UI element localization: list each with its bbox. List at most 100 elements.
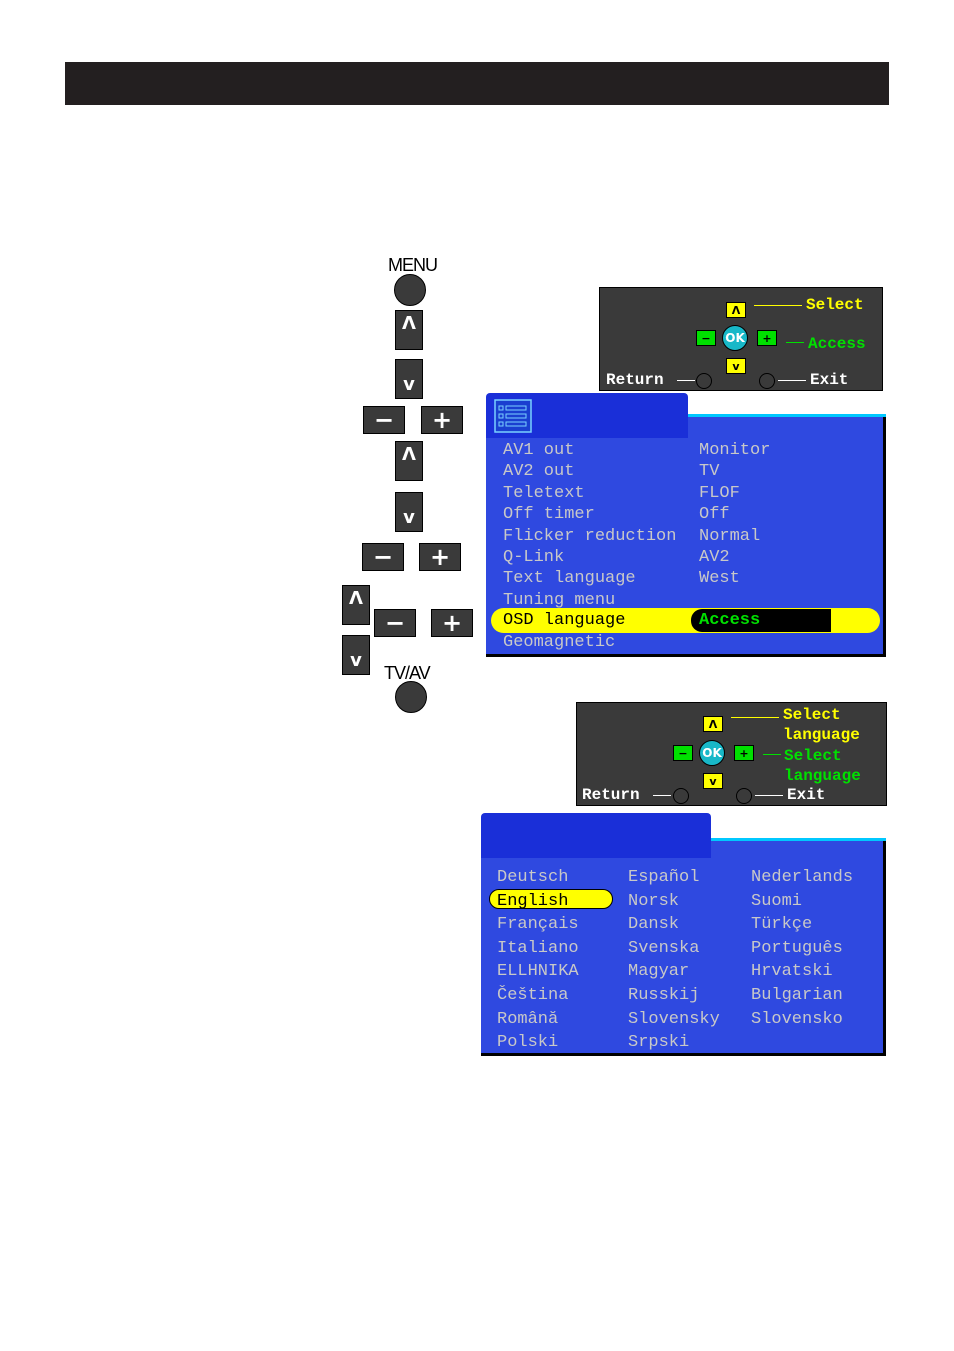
return-hint: Return (582, 786, 640, 804)
language-item[interactable]: Español (628, 868, 700, 887)
menu-row-label[interactable]: Geomagnetic (503, 633, 616, 652)
language-item[interactable]: Svenska (628, 938, 700, 958)
up-mini-icon: Λ (726, 302, 746, 318)
leader-line (778, 380, 806, 381)
menu-row-label[interactable]: Text language (503, 569, 636, 589)
leader-line (754, 305, 802, 306)
menu-row-value: TV (699, 462, 720, 482)
menu-row-label[interactable]: Flicker reduction (503, 526, 677, 546)
language-item[interactable]: Norsk (628, 891, 680, 911)
help-panel: Λ Select − OK + Access v Return Exit (599, 287, 883, 391)
leader-line (677, 380, 695, 381)
menu-row-value: AV2 (699, 548, 730, 568)
language-item[interactable]: Română (497, 1009, 559, 1029)
language-item[interactable]: Polski (497, 1033, 559, 1053)
language-item[interactable]: Čeština (497, 985, 569, 1005)
down-key[interactable]: v (395, 359, 423, 399)
minus-mini-icon: − (696, 330, 716, 346)
down-key[interactable]: v (342, 635, 370, 675)
plus-mini-icon: + (757, 330, 777, 346)
minus-key[interactable]: − (363, 406, 405, 434)
down-mini-icon: v (726, 358, 746, 374)
language-item[interactable]: Türkçe (751, 915, 813, 935)
language-item[interactable]: Magyar (628, 962, 690, 982)
menu-row-value: Monitor (699, 441, 771, 460)
language-column-3: Nederlands Suomi Türkçe Português Hrvats… (751, 866, 853, 1031)
language-item[interactable]: Italiano (497, 938, 579, 958)
language-menu (481, 841, 886, 1056)
up-mini-icon: Λ (703, 716, 723, 732)
access-value: Access (699, 611, 761, 630)
menu-row-label[interactable]: Off timer (503, 505, 595, 525)
page-header-bar (65, 62, 889, 105)
plus-key[interactable]: + (419, 543, 461, 571)
language-item[interactable]: Dansk (628, 915, 680, 935)
access-value-box[interactable] (691, 609, 831, 632)
language-item[interactable]: Nederlands (751, 868, 854, 887)
list-menu-icon (494, 399, 532, 433)
language-item[interactable]: ELLHNIKA (497, 962, 579, 982)
language-item[interactable]: Português (751, 938, 843, 958)
down-key[interactable]: v (395, 492, 423, 532)
language-item[interactable]: Suomi (751, 891, 803, 911)
select-hint: Select (806, 296, 864, 314)
language-item[interactable]: Deutsch (497, 868, 569, 887)
leader-line (763, 754, 781, 755)
help-panel: Λ Select language − OK + Select language… (576, 702, 887, 806)
plus-key[interactable]: + (431, 609, 473, 637)
leader-line (755, 795, 783, 796)
menu-row-value: Off (699, 505, 730, 525)
up-key[interactable]: Λ (395, 441, 423, 481)
return-dot-icon (673, 788, 689, 804)
select-language-hint: language (783, 726, 860, 744)
menu-row-value: Normal (699, 526, 761, 546)
minus-key[interactable]: − (374, 609, 416, 637)
language-column-2: Español Norsk Dansk Svenska Magyar Russk… (628, 866, 720, 1055)
menu-row-label[interactable]: Teletext (503, 483, 585, 503)
exit-hint: Exit (810, 371, 849, 389)
language-column-1: Deutsch English Français Italiano ELLHNI… (497, 866, 579, 1055)
select-language-hint: language (784, 767, 861, 785)
access-hint: Access (808, 335, 866, 353)
plus-mini-icon: + (734, 745, 754, 761)
language-item[interactable]: Russkij (628, 985, 700, 1005)
exit-hint: Exit (787, 786, 826, 804)
language-item[interactable]: Slovensko (751, 1009, 843, 1029)
menu-button[interactable] (394, 274, 426, 306)
ok-icon: OK (699, 740, 725, 766)
tvav-button-label: TV/AV (384, 663, 431, 683)
minus-key[interactable]: − (362, 543, 404, 571)
menu-row-label[interactable]: AV2 out (503, 462, 575, 482)
menu-row-label[interactable]: AV1 out (503, 441, 575, 460)
up-key[interactable]: Λ (395, 310, 423, 350)
language-item-selected[interactable]: English (497, 891, 569, 911)
plus-key[interactable]: + (421, 406, 463, 434)
options-values: Monitor TV FLOF Off Normal AV2 West (699, 440, 770, 590)
language-item[interactable]: Srpski (628, 1033, 690, 1053)
exit-dot-icon (759, 373, 775, 389)
leader-line (786, 342, 804, 343)
language-item[interactable]: Bulgarian (751, 985, 843, 1005)
language-item[interactable]: Slovensky (628, 1009, 720, 1029)
minus-mini-icon: − (673, 745, 693, 761)
select-language-hint: Select (784, 747, 842, 765)
return-dot-icon (696, 373, 712, 389)
options-rows: AV1 out AV2 out Teletext Off timer Flick… (503, 440, 676, 611)
leader-line (653, 795, 671, 796)
menu-row-label[interactable]: Tuning menu (503, 590, 616, 610)
menu-row-label[interactable]: Q-Link (503, 548, 565, 568)
leader-line (731, 717, 779, 718)
osd-language-label[interactable]: OSD language (503, 611, 626, 630)
up-key[interactable]: Λ (342, 585, 370, 625)
select-language-hint: Select (783, 706, 841, 724)
tvav-button[interactable] (395, 681, 427, 713)
language-item[interactable]: Français (497, 915, 579, 935)
language-item[interactable]: Hrvatski (751, 962, 833, 982)
selected-language-highlight[interactable] (489, 889, 613, 909)
menu-row-value: West (699, 569, 740, 589)
menu-tab (481, 813, 711, 858)
menu-row-value: FLOF (699, 483, 740, 503)
menu-tab (486, 393, 688, 438)
return-hint: Return (606, 371, 664, 389)
exit-dot-icon (736, 788, 752, 804)
